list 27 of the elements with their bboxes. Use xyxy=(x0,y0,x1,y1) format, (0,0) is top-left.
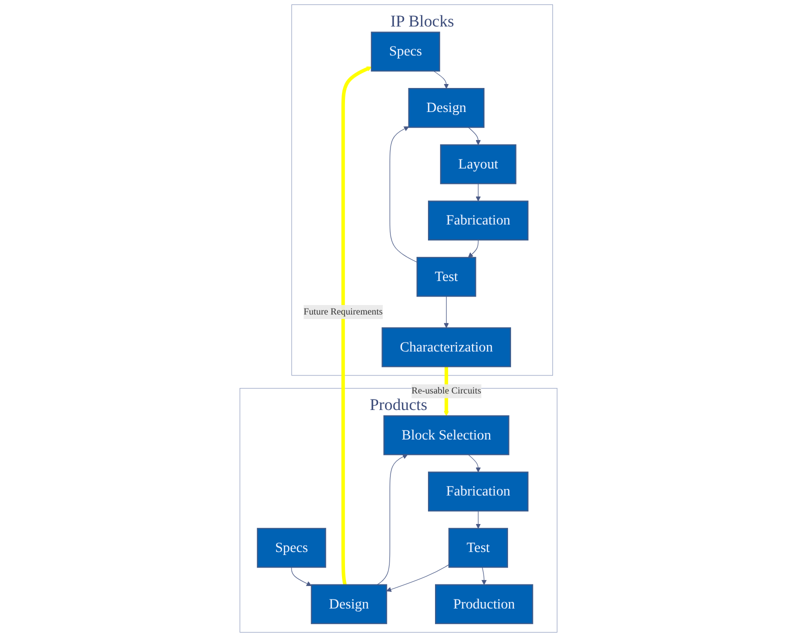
node-box: Specs xyxy=(256,528,326,568)
arrow xyxy=(386,564,450,592)
arrow xyxy=(476,183,481,202)
arrow xyxy=(482,566,487,586)
arrow xyxy=(291,566,312,586)
arrow xyxy=(376,454,408,586)
node-box: Fabrication xyxy=(428,472,528,512)
node-box: Production xyxy=(435,584,534,624)
edge-label: Re-usable Circuits xyxy=(412,386,482,396)
arrow xyxy=(476,510,481,529)
arrow xyxy=(468,240,478,258)
arrow xyxy=(341,66,372,586)
node-box: Design xyxy=(310,584,388,624)
node-box: Test xyxy=(448,528,508,568)
arrow xyxy=(433,70,449,89)
arrow xyxy=(390,126,418,263)
node-box: Fabrication xyxy=(428,200,528,240)
node-box: Characterization xyxy=(382,327,512,368)
node-box: Design xyxy=(408,88,484,128)
node-box: Test xyxy=(416,256,476,297)
arrow xyxy=(444,296,449,328)
edge-label: Future Requirements xyxy=(304,306,383,317)
node-box: Block Selection xyxy=(383,415,510,456)
node-box: Layout xyxy=(440,144,516,184)
node-box: Specs xyxy=(370,32,440,72)
arrow xyxy=(468,127,481,146)
arrow xyxy=(468,454,481,472)
